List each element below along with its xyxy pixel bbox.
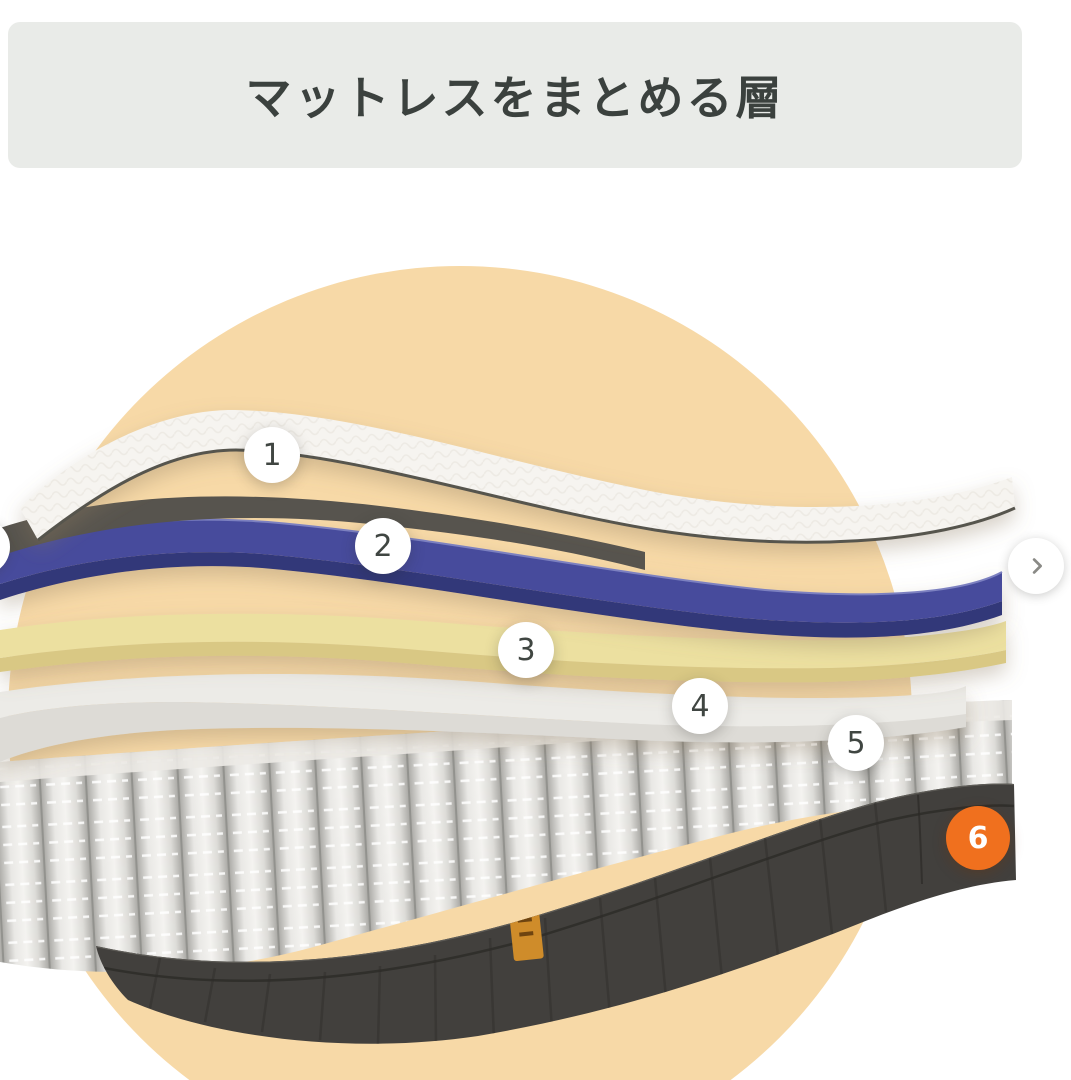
layer-badge-6: 6 [946, 806, 1010, 870]
page-title: マットレスをまとめる層 [245, 71, 785, 125]
carousel-next-button[interactable] [1008, 538, 1064, 594]
layer-badge-4: 4 [672, 678, 728, 734]
chevron-right-icon [1032, 558, 1042, 574]
section-title-banner: マットレスをまとめる層 [8, 22, 1022, 168]
layer-badge-4-label: 4 [690, 688, 710, 724]
layer-badge-2-label: 2 [373, 528, 393, 564]
layer-badge-1: 1 [244, 427, 300, 483]
layer-liner [0, 496, 645, 570]
layer-badge-5-label: 5 [846, 725, 866, 761]
layer-badge-3: 3 [498, 622, 554, 678]
layer-badge-6-label: 6 [967, 820, 989, 856]
carousel-prev-button[interactable] [0, 519, 10, 575]
layer-badge-5: 5 [828, 715, 884, 771]
layer-badge-3-label: 3 [516, 632, 536, 668]
layer-badge-2: 2 [355, 518, 411, 574]
layer-badge-1-label: 1 [262, 437, 282, 473]
